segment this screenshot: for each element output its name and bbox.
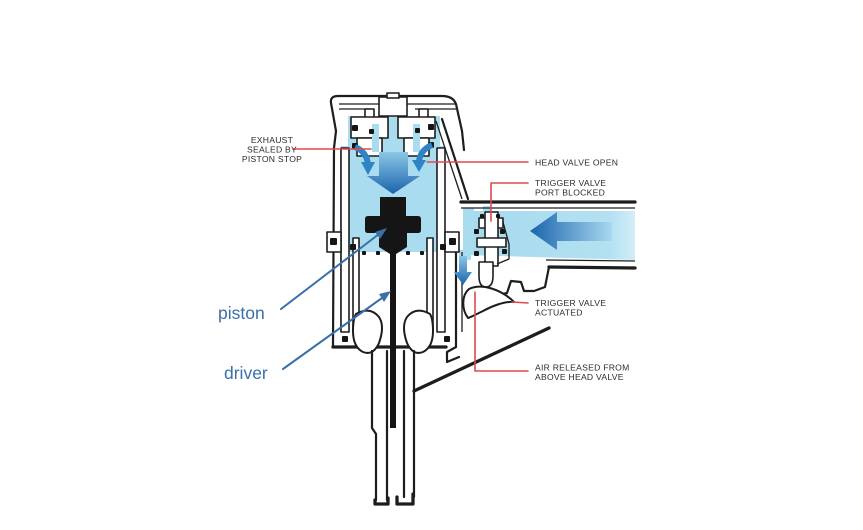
leader-trigger-actuated (511, 301, 529, 304)
cylinder-assembly (326, 147, 460, 354)
nose-foot-left (373, 496, 390, 506)
callout-labels: EXHAUST SEALED BY PISTON STOP HEAD VALVE… (242, 135, 630, 382)
callout-exhaust-line-1: SEALED BY (247, 145, 297, 155)
cylinder-o-rings (330, 238, 456, 342)
trigger-valve-bulb (478, 261, 494, 288)
trigger-valve-crossbar (476, 237, 507, 248)
exhaust-stack (378, 96, 408, 117)
cylinder-wall-right (436, 147, 446, 333)
head-valve-channel-right (413, 124, 420, 152)
piston (365, 197, 421, 254)
air-flow-trigger-arrow-icon (454, 256, 472, 285)
annotation-driver-label: driver (224, 363, 268, 383)
callout-head-valve: HEAD VALVE OPEN (535, 158, 618, 168)
callout-air-released-line-0: AIR RELEASED FROM (535, 363, 630, 373)
flow-arrows (353, 142, 612, 285)
nose-assembly (370, 349, 416, 506)
callout-exhaust-line-0: EXHAUST (251, 135, 294, 145)
handle-bottom-inner (545, 259, 636, 262)
air-flow-left-arrow-icon (530, 212, 612, 250)
head-valve-flow-arrow-left-icon (353, 144, 375, 175)
callout-air-released-line-1: ABOVE HEAD VALVE (535, 372, 624, 382)
right-diagonal-outer (440, 117, 470, 201)
head-valve-flow-arrow-right-icon (412, 142, 434, 172)
trigger-valve-housing-step (496, 221, 510, 265)
annotation-driver-arrowhead-icon (379, 291, 391, 302)
right-shell-upper (460, 129, 466, 152)
bumper-right (403, 309, 434, 354)
callout-trigger-port-line-1: PORT BLOCKED (535, 188, 605, 198)
magazine-bracket (445, 345, 461, 364)
callout-trigger-actuated-line-0: TRIGGER VALVE (535, 298, 606, 308)
handle-rear-grip-step (497, 265, 551, 297)
callout-trigger-port-line-0: TRIGGER VALVE (535, 178, 606, 188)
handle-bottom-outer (547, 265, 637, 270)
right-diagonal-inner (435, 120, 463, 200)
piston-and-driver (365, 197, 421, 428)
bumper-left (352, 309, 383, 354)
magazine-rail-line (412, 326, 551, 393)
exhaust-stack-top (386, 92, 400, 99)
left-shell-outer (331, 129, 338, 349)
air-flow-down-arrow-icon (367, 152, 420, 194)
callout-trigger-actuated-line-1: ACTUATED (535, 308, 583, 318)
nose-outer-left (370, 349, 378, 502)
trigger-valve-o-rings (474, 214, 507, 256)
annotation-driver-arrow (282, 297, 383, 370)
driver-blade (390, 250, 396, 428)
leader-air-released (474, 291, 529, 372)
callout-leaders (292, 148, 529, 372)
trigger-valve-air-channel (463, 208, 474, 254)
callout-exhaust-line-2: PISTON STOP (242, 154, 302, 164)
annotation-piston-label: piston (218, 303, 265, 323)
annotation-piston-arrowhead-icon (375, 228, 387, 239)
head-valve-channel-left (372, 124, 379, 152)
trigger-valve-assembly (462, 211, 515, 319)
cylinder-wall-left (340, 147, 350, 333)
trigger-valve-air-elbow (459, 250, 471, 260)
annotations: piston driver (218, 228, 391, 383)
leader-trigger-port (490, 182, 529, 222)
annotation-piston-arrow (280, 233, 380, 310)
trigger (462, 285, 515, 319)
nose-foot-right (395, 492, 415, 506)
